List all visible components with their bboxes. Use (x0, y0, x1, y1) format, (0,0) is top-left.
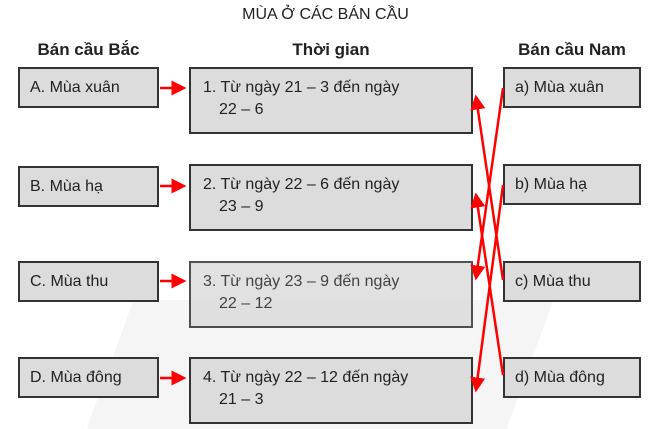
time-line2: 23 – 9 (219, 198, 264, 215)
time-line2: 22 – 6 (219, 101, 264, 118)
time-box-4: 4. Từ ngày 22 – 12 đến ngày 21 – 3 (189, 357, 473, 424)
north-box-a: A. Mùa xuân (18, 67, 159, 108)
header-time: Thời gian (292, 40, 370, 59)
time-line2: 21 – 3 (219, 391, 264, 408)
time-line1: 4. Từ ngày 22 – 12 đến ngày (203, 369, 409, 386)
south-box-c: c) Mùa thu (503, 261, 641, 302)
time-box-2: 2. Từ ngày 22 – 6 đến ngày 23 – 9 (189, 164, 473, 231)
header-south: Bán cầu Nam (518, 40, 626, 59)
time-line2: 22 – 12 (219, 295, 273, 312)
time-line1: 2. Từ ngày 22 – 6 đến ngày (203, 176, 400, 193)
south-box-a: a) Mùa xuân (503, 67, 641, 108)
arrow-south-c-1 (470, 94, 505, 281)
south-box-b: b) Mùa hạ (503, 164, 641, 205)
north-box-c: C. Mùa thu (18, 261, 159, 302)
north-box-b: B. Mùa hạ (18, 166, 159, 207)
time-box-1: 1. Từ ngày 21 – 3 đến ngày 22 – 6 (189, 67, 473, 134)
arrow-south-d-2 (470, 192, 505, 376)
time-box-3: 3. Từ ngày 23 – 9 đến ngày 22 – 12 (189, 261, 473, 328)
header-north: Bán cầu Bắc (37, 40, 140, 59)
time-line1: 1. Từ ngày 21 – 3 đến ngày (203, 79, 400, 96)
diagram-title: MÙA Ở CÁC BÁN CẦU (242, 6, 409, 23)
time-line1: 3. Từ ngày 23 – 9 đến ngày (203, 273, 400, 290)
north-box-d: D. Mùa đông (18, 357, 159, 398)
south-box-d: d) Mùa đông (503, 357, 641, 398)
